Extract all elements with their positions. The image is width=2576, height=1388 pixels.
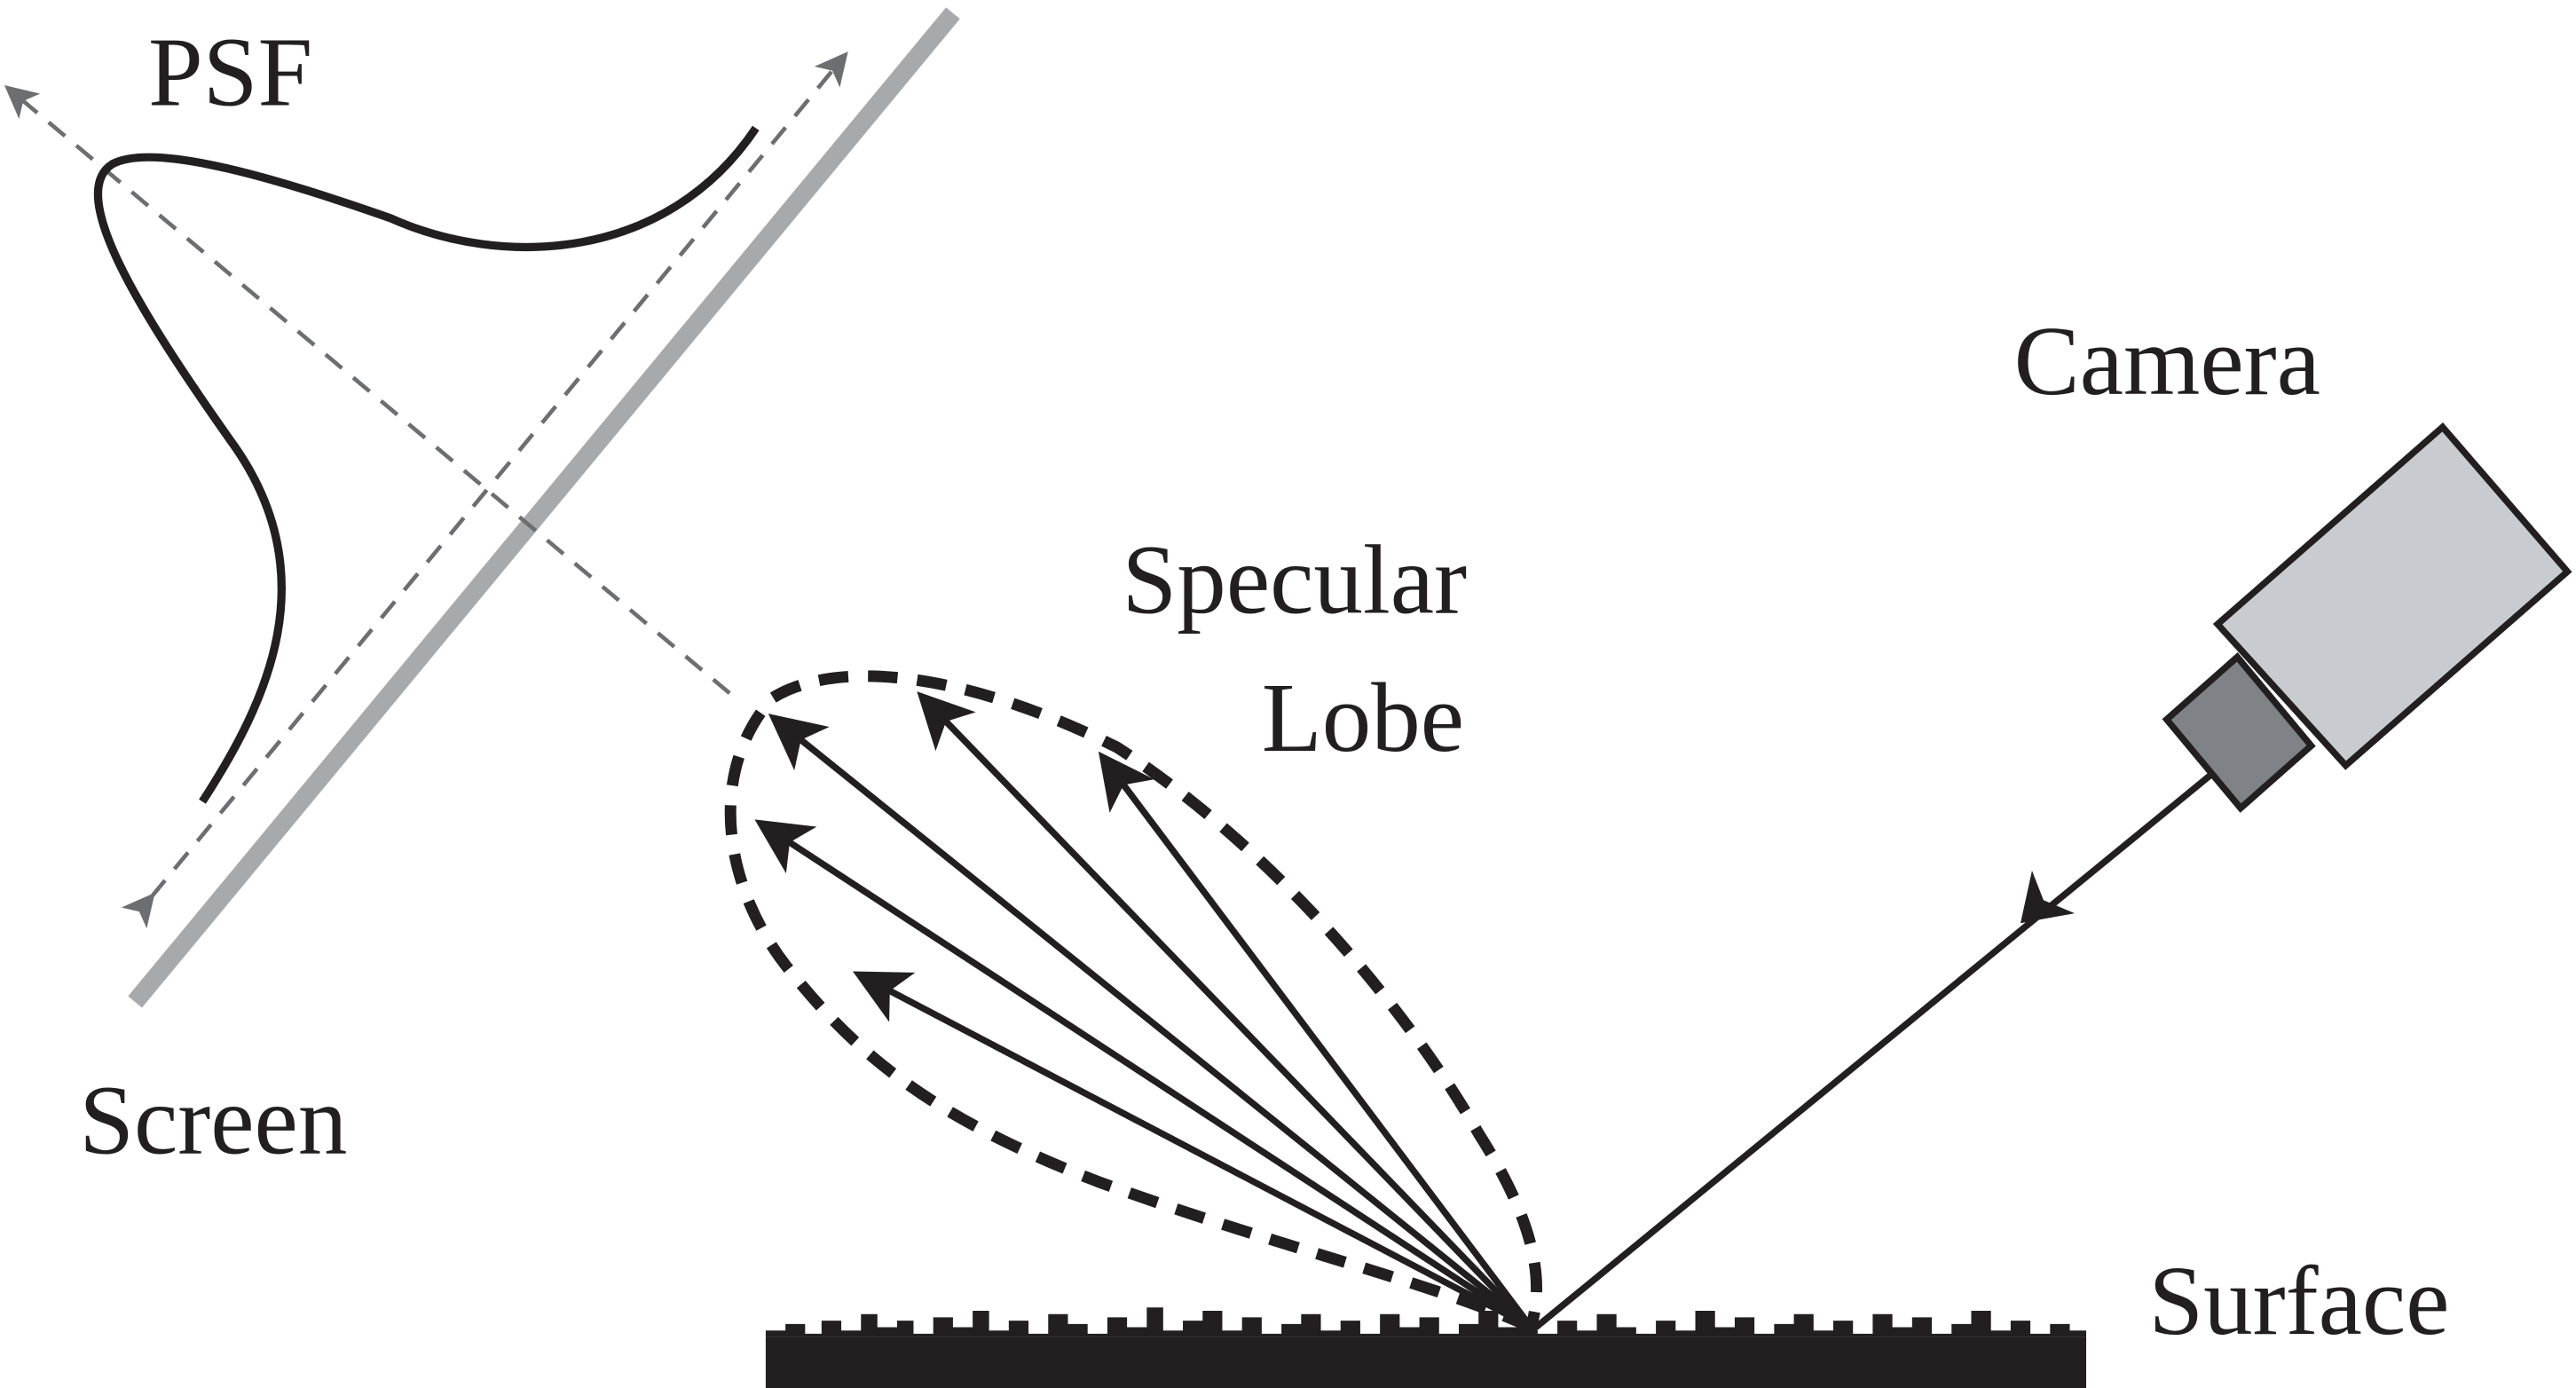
camera-body (2212, 422, 2572, 770)
camera-lens (2162, 652, 2316, 813)
reflected-ray-4 (754, 819, 1533, 1330)
incident-ray-arrow (2020, 870, 2076, 924)
screen-bar (128, 7, 960, 1008)
reflected-rays (754, 691, 1534, 1330)
incident-ray (1533, 769, 2217, 1330)
rough-surface (765, 1307, 2087, 1388)
specular-label: Specular (1123, 525, 1468, 635)
lobe-label: Lobe (1262, 664, 1464, 773)
reflected-ray-2 (917, 691, 1534, 1330)
surface-label: Surface (2148, 1247, 2449, 1356)
camera-icon (2162, 422, 2572, 813)
camera-label: Camera (2014, 307, 2320, 416)
reflected-ray-3 (1098, 751, 1534, 1329)
psf-curve (93, 125, 760, 804)
reflected-ray-1 (768, 714, 1533, 1330)
screen-normal-axis (4, 84, 731, 695)
specular-lobe-outline (724, 670, 1543, 1336)
reflected-ray-5 (852, 971, 1533, 1330)
screen-label: Screen (79, 1066, 347, 1175)
screen-parallel-axis (121, 51, 848, 929)
psf-label: PSF (148, 18, 312, 127)
